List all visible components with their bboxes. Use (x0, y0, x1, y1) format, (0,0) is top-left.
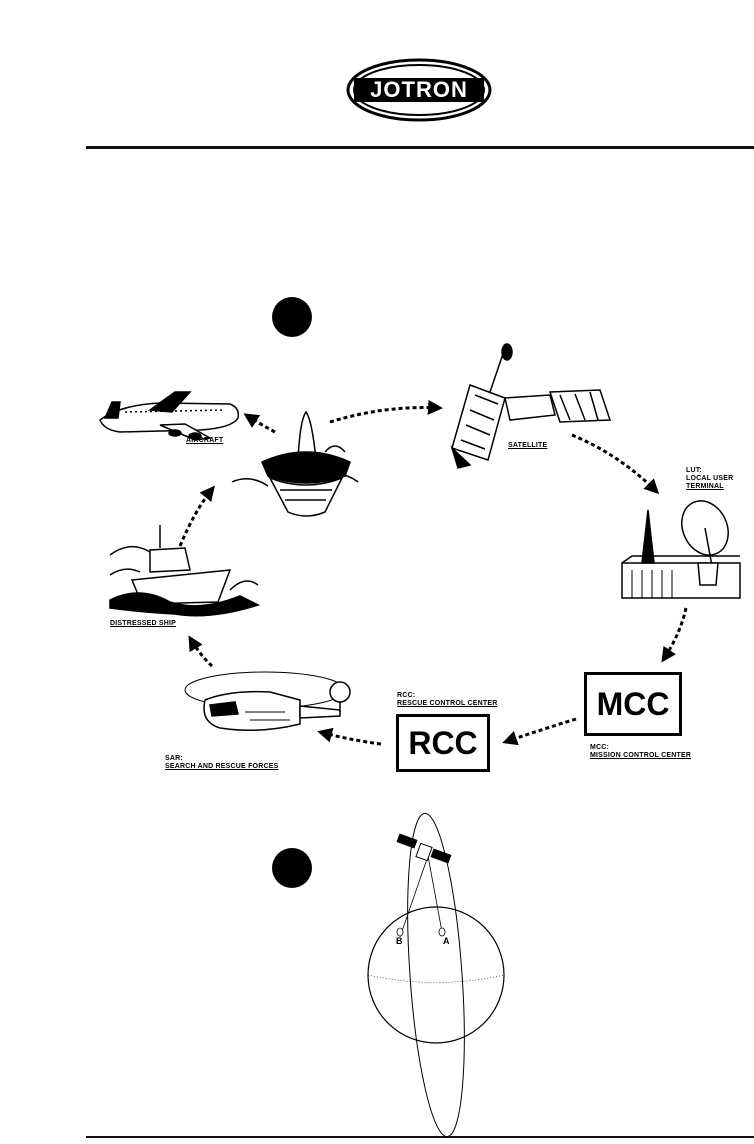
sar-label: SAR: SEARCH AND RESCUE FORCES (165, 755, 278, 771)
mcc-label-line1: MCC: (590, 744, 691, 752)
arrow-beacon-to-aircraft (246, 415, 275, 432)
arrow-satellite-to-lut (572, 435, 657, 492)
sar-label-line2: SEARCH AND RESCUE FORCES (165, 763, 278, 771)
arrow-ship-to-beacon (180, 488, 213, 546)
point-b-label: B (396, 937, 403, 945)
lut-ground-station-illustration (622, 493, 740, 598)
mcc-box: MCC (584, 672, 682, 736)
arrow-rcc-to-sar (320, 732, 381, 744)
arrow-mcc-to-rcc (505, 719, 576, 742)
sar-label-line1: SAR: (165, 755, 278, 763)
rcc-label-line2: RESCUE CONTROL CENTER (397, 700, 498, 708)
arrow-lut-to-mcc (663, 608, 686, 660)
aircraft-illustration (100, 392, 238, 440)
rcc-label: RCC: RESCUE CONTROL CENTER (397, 692, 498, 708)
lut-label-line3: TERMINAL (686, 483, 733, 491)
aircraft-label: AIRCRAFT (186, 437, 223, 445)
mcc-label-line2: MISSION CONTROL CENTER (590, 752, 691, 760)
ship-label: DISTRESSED SHIP (110, 620, 176, 628)
point-a-label: A (443, 937, 450, 945)
arrow-sar-to-ship (190, 638, 212, 666)
orbit-satellite-icon (397, 834, 451, 863)
sar-helicopter-illustration (185, 672, 350, 730)
lut-label-line1: LUT: (686, 467, 733, 475)
rcc-label-line1: RCC: (397, 692, 498, 700)
rcc-box: RCC (396, 714, 490, 772)
satellite-label: SATELLITE (508, 442, 547, 450)
lut-label-line2: LOCAL USER (686, 475, 733, 483)
epirb-beacon-illustration (232, 412, 358, 516)
earth-sphere (368, 907, 504, 1043)
polar-orbit-path (399, 812, 473, 1139)
mcc-label: MCC: MISSION CONTROL CENTER (590, 744, 691, 760)
lut-label: LUT: LOCAL USER TERMINAL (686, 467, 733, 491)
arrow-beacon-to-satellite (330, 408, 440, 422)
orbit-diagram (368, 812, 504, 1139)
